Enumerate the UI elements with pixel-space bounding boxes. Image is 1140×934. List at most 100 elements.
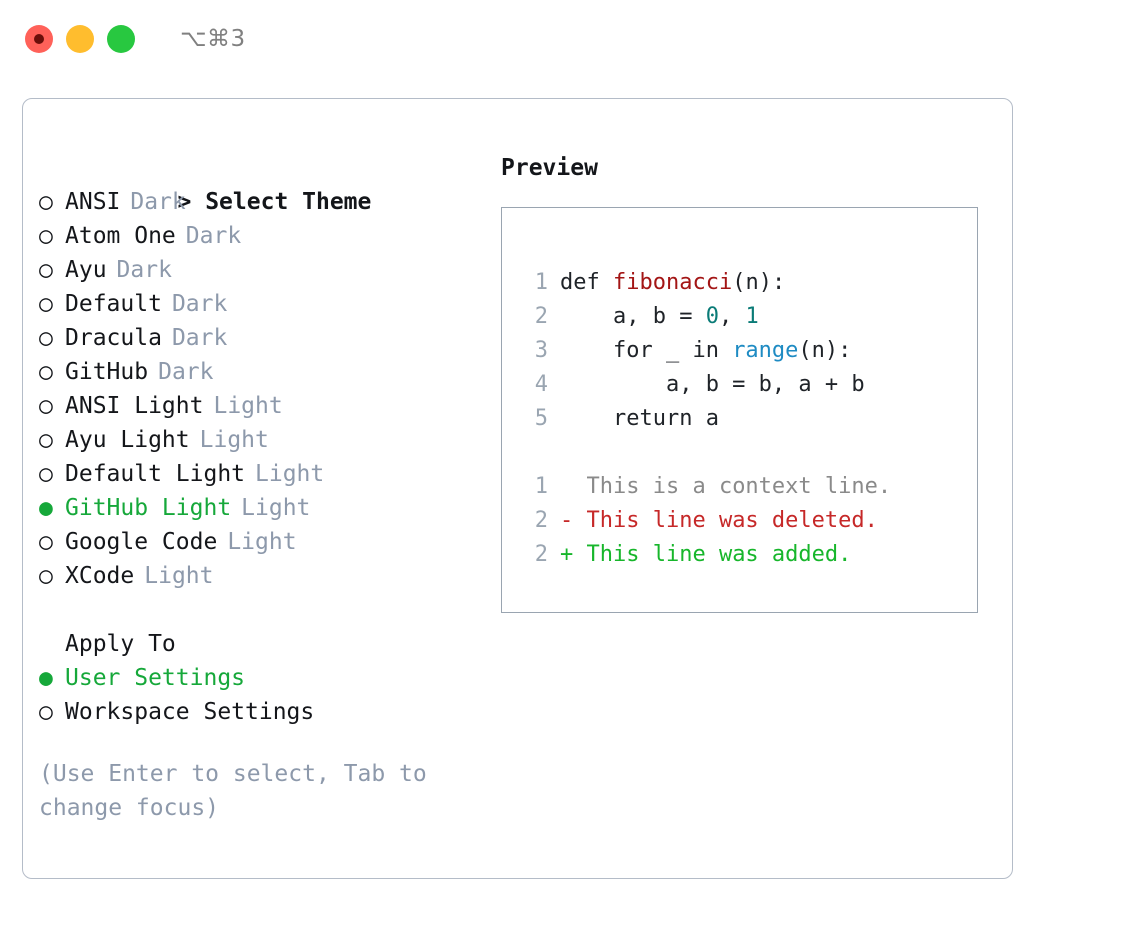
- code-token-func: fibonacci: [612, 270, 733, 295]
- theme-variant-badge: Dark: [171, 325, 228, 351]
- diff-line-content: This is a context line.: [573, 474, 892, 499]
- theme-variant-badge: Dark: [185, 223, 242, 249]
- code-line-content: def fibonacci(n):: [560, 266, 785, 300]
- radio-unselected-icon[interactable]: ○: [39, 291, 53, 317]
- radio-unselected-icon[interactable]: ○: [39, 223, 53, 249]
- code-line-number: 5: [534, 406, 548, 431]
- diff-line-deleted: 2- This line was deleted.: [520, 504, 977, 538]
- theme-variant-badge: Light: [255, 461, 325, 487]
- theme-option-label: Ayu Light: [65, 427, 190, 453]
- code-token-num: 1: [745, 304, 759, 329]
- code-line: 2 a, b = 0, 1: [520, 300, 977, 334]
- code-line-content: return a: [560, 402, 719, 436]
- radio-unselected-icon[interactable]: ○: [39, 393, 53, 419]
- code-line-number: 1: [534, 270, 548, 295]
- theme-option-label: ANSI: [65, 189, 121, 215]
- code-token-plain: a, b = b, a + b: [560, 372, 865, 397]
- theme-option-ayu-light[interactable]: ○ Ayu Light Light: [39, 423, 489, 457]
- theme-option-label: Default: [65, 291, 162, 317]
- minimize-button-icon[interactable]: [66, 25, 94, 53]
- code-line-content: a, b = b, a + b: [560, 368, 865, 402]
- theme-variant-badge: Light: [199, 427, 269, 453]
- theme-option-label: GitHub: [65, 359, 149, 385]
- diff-line-number: 1: [534, 474, 548, 499]
- code-line-number: 4: [534, 372, 548, 397]
- diff-line-added: 2+ This line was added.: [520, 538, 977, 572]
- theme-option-label: XCode: [65, 563, 135, 589]
- radio-unselected-icon[interactable]: ○: [39, 189, 53, 215]
- theme-option-ayu[interactable]: ○ Ayu Dark: [39, 253, 489, 287]
- theme-option-label: Atom One: [65, 223, 176, 249]
- theme-option-github-light[interactable]: ● GitHub Light Light: [39, 491, 489, 525]
- apply-to-option-label: Workspace Settings: [65, 699, 315, 725]
- close-button-icon[interactable]: [25, 25, 53, 53]
- apply-to-option-user-settings[interactable]: ● User Settings: [39, 661, 489, 695]
- window-controls: [25, 25, 135, 53]
- theme-option-atom-one[interactable]: ○ Atom One Dark: [39, 219, 489, 253]
- code-token-plain: a, b =: [560, 304, 706, 329]
- theme-variant-badge: Light: [227, 529, 297, 555]
- radio-unselected-icon[interactable]: ○: [39, 427, 53, 453]
- keyboard-hint-text: (Use Enter to select, Tab to change focu…: [39, 761, 441, 821]
- radio-selected-icon[interactable]: ●: [39, 665, 53, 691]
- code-line-content: for _ in range(n):: [560, 334, 851, 368]
- code-line: 3 for _ in range(n):: [520, 334, 977, 368]
- radio-unselected-icon[interactable]: ○: [39, 563, 53, 589]
- theme-option-default[interactable]: ○ Default Dark: [39, 287, 489, 321]
- select-theme-heading: > Select Theme: [39, 151, 489, 215]
- code-token-def: def: [560, 270, 613, 295]
- apply-to-option-list: ● User Settings ○ Workspace Settings: [39, 661, 489, 729]
- diff-line-number: 2: [534, 508, 548, 533]
- code-token-plain: (n):: [798, 338, 852, 363]
- diff-line-context: 1 This is a context line.: [520, 470, 977, 504]
- theme-option-google-code[interactable]: ○ Google Code Light: [39, 525, 489, 559]
- apply-to-option-label: User Settings: [65, 665, 246, 691]
- theme-option-label: ANSI Light: [65, 393, 204, 419]
- radio-unselected-icon[interactable]: ○: [39, 257, 53, 283]
- code-line: 4 a, b = b, a + b: [520, 368, 977, 402]
- radio-unselected-icon[interactable]: ○: [39, 359, 53, 385]
- code-line-number: 3: [534, 338, 548, 363]
- focus-caret-icon: >: [177, 189, 192, 215]
- theme-option-label: Google Code: [65, 529, 218, 555]
- diff-sign: -: [560, 508, 574, 533]
- code-token-plain: (n):: [732, 270, 786, 295]
- maximize-button-icon[interactable]: [107, 25, 135, 53]
- theme-variant-badge: Dark: [171, 291, 228, 317]
- code-line: 1 def fibonacci(n):: [520, 266, 977, 300]
- apply-to-option-workspace-settings[interactable]: ○ Workspace Settings: [39, 695, 489, 729]
- title-bar: ⌥⌘3: [0, 0, 1140, 78]
- theme-variant-badge: Light: [241, 495, 311, 521]
- radio-unselected-icon[interactable]: ○: [39, 325, 53, 351]
- radio-selected-icon[interactable]: ●: [39, 495, 53, 521]
- section-spacer: [39, 593, 489, 627]
- radio-unselected-icon[interactable]: ○: [39, 461, 53, 487]
- theme-option-dracula[interactable]: ○ Dracula Dark: [39, 321, 489, 355]
- keyboard-shortcut-label: ⌥⌘3: [180, 26, 246, 52]
- theme-option-label: Ayu: [65, 257, 107, 283]
- diff-line-content: This line was added.: [573, 542, 852, 567]
- code-line-content: a, b = 0, 1: [560, 300, 759, 334]
- theme-option-label: Dracula: [65, 325, 162, 351]
- code-line-number: 2: [534, 304, 548, 329]
- radio-unselected-icon[interactable]: ○: [39, 699, 53, 725]
- radio-unselected-icon[interactable]: ○: [39, 529, 53, 555]
- theme-variant-badge: Dark: [116, 257, 172, 283]
- select-theme-heading-label: Select Theme: [205, 189, 372, 215]
- code-token-builtin: range: [732, 338, 799, 363]
- theme-option-label: GitHub Light: [65, 495, 232, 521]
- code-token-plain: ,: [718, 304, 746, 329]
- diff-sign: +: [560, 542, 574, 567]
